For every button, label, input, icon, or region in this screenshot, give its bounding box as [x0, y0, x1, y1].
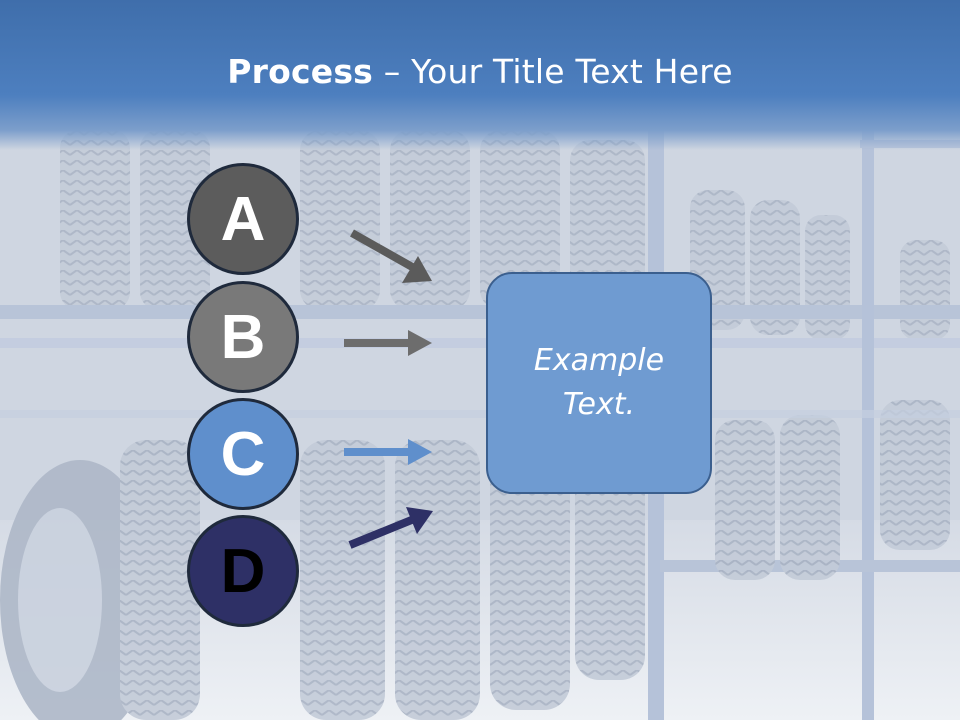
step-circle-b: B [187, 281, 299, 393]
arrow-a [350, 229, 432, 283]
arrow-d [348, 507, 433, 549]
title-rest: – Your Title Text Here [373, 52, 733, 91]
arrow-c [344, 439, 432, 465]
step-label-c: C [220, 419, 266, 489]
step-label-b: B [220, 302, 266, 372]
step-circle-a: A [187, 163, 299, 275]
example-text-box: Example Text. [486, 272, 712, 494]
step-circle-d: D [187, 515, 299, 627]
slide-title: Process – Your Title Text Here [0, 52, 960, 91]
arrow-b [344, 330, 432, 356]
header-band [0, 0, 960, 150]
title-bold: Process [227, 52, 374, 91]
step-circle-c: C [187, 398, 299, 510]
step-label-a: A [220, 184, 266, 254]
step-label-d: D [220, 536, 266, 606]
example-text: Example Text. [533, 343, 665, 422]
